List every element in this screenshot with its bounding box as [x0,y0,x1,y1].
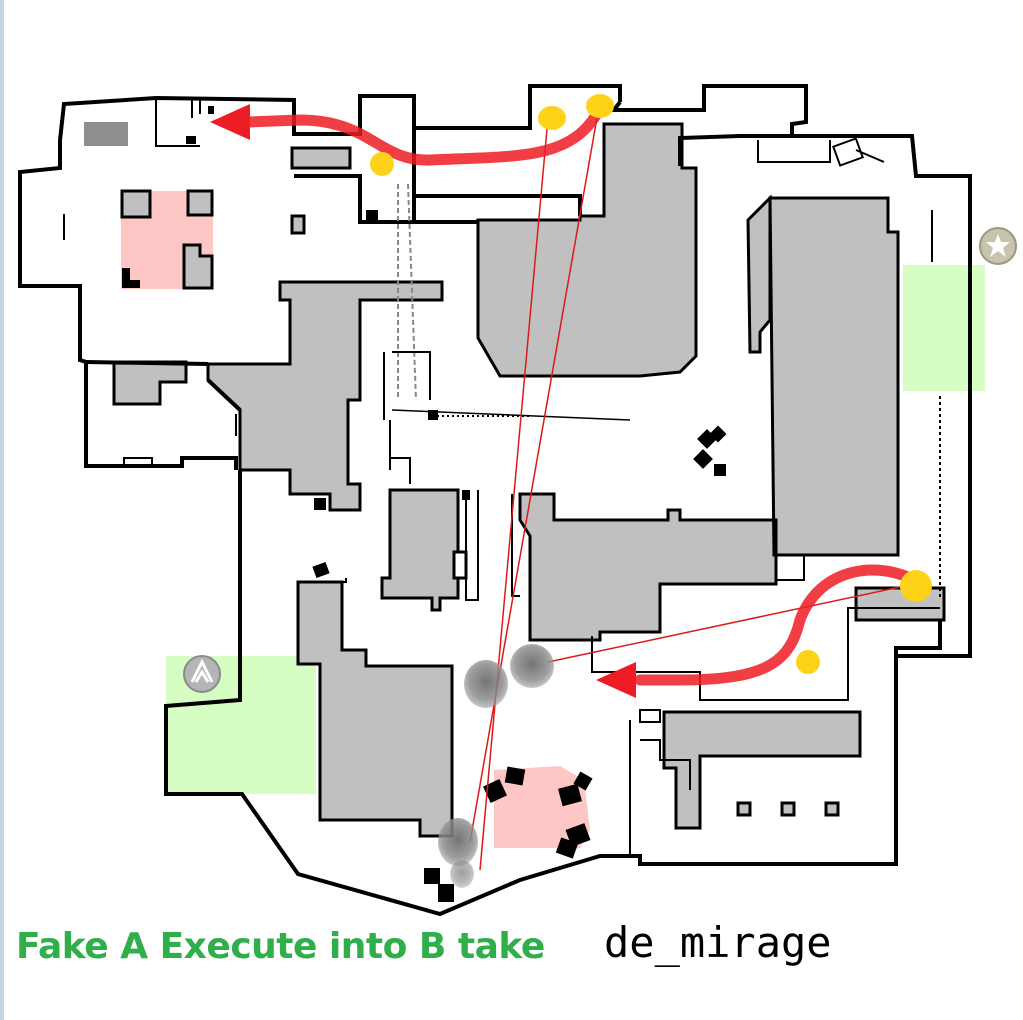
terrorist-badge-icon [183,655,221,693]
buildings [84,122,946,838]
counter-terrorist-badge-icon [979,227,1017,265]
player-markers [370,94,932,674]
strategy-caption: Fake A Execute into B take [16,926,545,967]
player-marker-3 [370,152,394,176]
vehicle-prop [832,137,885,167]
sightlines [469,111,915,871]
player-marker-4 [900,570,932,602]
props [122,106,727,902]
route-arrows [210,104,924,698]
smoke-mid-right [510,644,554,688]
smoke-b-entry [438,818,478,866]
interior-details [63,98,941,856]
route-b-take [634,564,924,686]
route-a-fake [242,106,604,166]
arrow-head-a [210,104,250,140]
bombsite-b [494,766,590,848]
smoke-grenades [438,644,554,888]
player-marker-2 [586,94,614,118]
map-walls [18,84,972,917]
ct-spawn-area [903,265,985,391]
map-canvas [18,84,1017,917]
smoke-mid-left [464,660,508,708]
player-marker-1 [538,106,566,130]
arrow-head-b [596,662,636,698]
map-name: de_mirage [604,918,832,967]
player-marker-5 [796,650,820,674]
page-left-rule [0,0,4,1020]
